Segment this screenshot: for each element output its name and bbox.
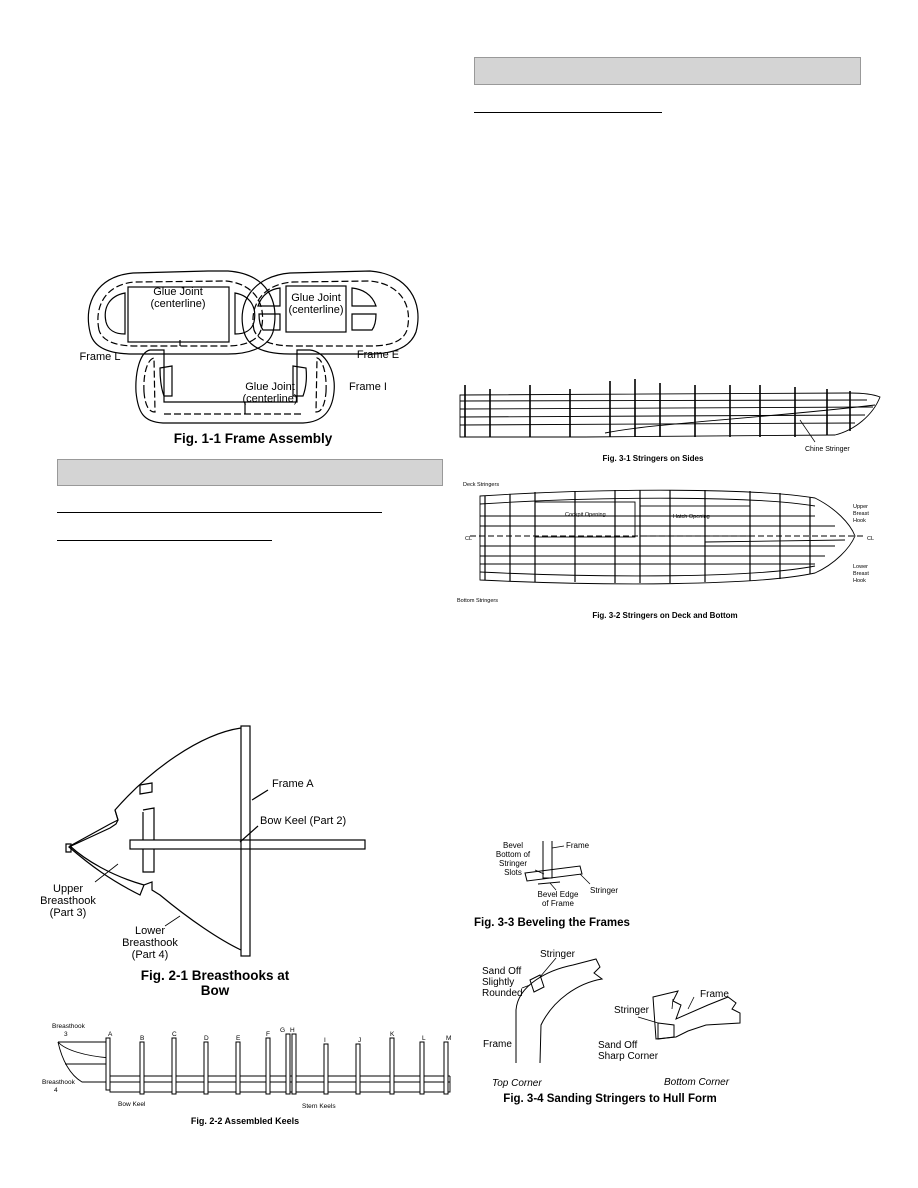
cockpit-opening-label: Cockpit Opening: [565, 512, 606, 518]
glue-joint-label-l1: Glue Joint: [153, 286, 203, 298]
centerline-label-right: CL: [867, 536, 874, 542]
upper-breasthook-label-3: (Part 3): [50, 907, 87, 919]
section-banner-right: [474, 57, 861, 85]
lower-breast-hook-label-3: Hook: [853, 578, 866, 584]
bevel-label-4: Slots: [504, 868, 522, 877]
stringers-deck-figure: Deck Stringers Cockpit Opening Hatch Ope…: [457, 482, 874, 604]
sand-off-label-2b: Sharp Corner: [598, 1051, 659, 1062]
glue-joint-sub-e: (centerline): [288, 304, 343, 316]
bevel-stringer-label: Stringer: [590, 886, 618, 895]
lower-breasthook-label-2: Breasthook: [122, 937, 178, 949]
fig-3-4-caption: Fig. 3-4 Sanding Stringers to Hull Form: [503, 1093, 717, 1105]
frame-letter-l: L: [422, 1035, 426, 1042]
bevel-edge-label-1: Bevel Edge: [538, 890, 579, 899]
frame-i-outline: [135, 349, 335, 424]
keel-frames: [105, 1033, 449, 1095]
bow-keel-label-2: Bow Keel: [118, 1101, 146, 1108]
fig-3-3-caption: Fig. 3-3 Beveling the Frames: [474, 917, 630, 929]
breasthooks-figure: Frame A Bow Keel (Part 2) Upper Breastho…: [40, 725, 366, 961]
sand-off-label-2a: Sand Off: [598, 1040, 638, 1051]
glue-joint-sub-i: (centerline): [242, 393, 297, 405]
bottom-stringers-label: Bottom Stringers: [457, 598, 498, 604]
centerline-label-left: CL: [465, 536, 472, 542]
stringers-sides-figure: Chine Stringer: [459, 379, 881, 453]
upper-breast-hook-label-3: Hook: [853, 518, 866, 524]
sand-off-label-1b: Slightly: [482, 977, 514, 988]
sand-off-label-1a: Sand Off: [482, 966, 522, 977]
hatch-opening-label: Hatch Opening: [673, 514, 710, 520]
glue-joint-sub-l1: (centerline): [150, 298, 205, 310]
bevel-label-2: Bottom of: [496, 850, 531, 859]
deck-stringers-label: Deck Stringers: [463, 482, 499, 488]
frame-letter-a: A: [108, 1031, 113, 1038]
upper-breast-hook-label-2: Breast: [853, 511, 869, 517]
frame-letter-f: F: [266, 1031, 270, 1038]
beveling-figure: Frame Bevel Bottom of Stringer Slots Str…: [496, 841, 618, 908]
sanding-frame-label-2: Frame: [700, 989, 729, 1000]
section-banner-left: [57, 459, 443, 486]
frame-letter-c: C: [172, 1031, 177, 1038]
upper-breasthook-label-2: Breasthook: [40, 895, 96, 907]
bottom-corner-label: Bottom Corner: [664, 1077, 730, 1088]
frame-assembly-figure: Glue Joint (centerline) Glue Joint (cent…: [80, 270, 419, 424]
heading-underline-3: [474, 112, 662, 113]
fig-3-1-caption: Fig. 3-1 Stringers on Sides: [602, 454, 704, 463]
sand-off-label-1c: Rounded: [482, 988, 523, 999]
frame-e-label: Frame E: [357, 349, 399, 361]
glue-joint-label-e: Glue Joint: [291, 292, 341, 304]
top-corner-label: Top Corner: [492, 1078, 542, 1089]
frame-letter-m: M: [446, 1035, 451, 1042]
breasthook-4-label-a: Breasthook: [42, 1079, 76, 1086]
frame-letter-b: B: [140, 1035, 144, 1042]
heading-underline-1: [57, 512, 382, 513]
sanding-stringer-label-2: Stringer: [614, 1005, 650, 1016]
lower-breasthook-label-3: (Part 4): [132, 949, 169, 961]
upper-breast-hook-label-1: Upper: [853, 504, 868, 510]
breasthook-4-label-b: 4: [54, 1087, 58, 1094]
frame-letter-k: K: [390, 1031, 395, 1038]
frame-letter-j: J: [358, 1037, 361, 1044]
glue-joint-label-i: Glue Joint: [245, 381, 295, 393]
breasthook-3-label-b: 3: [64, 1031, 68, 1038]
bevel-label-1: Bevel: [503, 841, 523, 850]
frame-l-label: Frame L: [80, 351, 121, 363]
breasthook-3-label-a: Breasthook: [52, 1023, 86, 1030]
lower-breasthook-label-1: Lower: [135, 925, 165, 937]
sanding-figure: Stringer Sand Off Slightly Rounded Frame…: [482, 949, 741, 1089]
frame-letter-e: E: [236, 1035, 241, 1042]
upper-breasthook-label-1: Upper: [53, 883, 83, 895]
heading-underline-2: [57, 540, 272, 541]
fig-1-1-caption: Fig. 1-1 Frame Assembly: [173, 431, 333, 446]
frame-letter-i: I: [324, 1037, 326, 1044]
bevel-label-3: Stringer: [499, 859, 527, 868]
frame-letter-d: D: [204, 1035, 209, 1042]
lower-breast-hook-label-1: Lower: [853, 564, 868, 570]
fig-2-1-caption: Fig. 2-1 Breasthooks at Bow: [140, 968, 290, 998]
frame-letter-g: G: [280, 1027, 285, 1034]
sanding-frame-label-1: Frame: [483, 1039, 512, 1050]
frame-a-label: Frame A: [272, 778, 314, 790]
bevel-edge-label-2: of Frame: [542, 899, 575, 908]
bow-keel-label: Bow Keel (Part 2): [260, 815, 346, 827]
lower-breast-hook-label-2: Breast: [853, 571, 869, 577]
frame-letter-h: H: [290, 1027, 295, 1034]
assembled-keels-figure: Breasthook 3 Breasthook 4 Bow Keel Stern…: [42, 1023, 451, 1110]
sanding-stringer-label-1: Stringer: [540, 949, 576, 960]
stern-keels-label: Stern Keels: [302, 1103, 336, 1110]
chine-stringer-label: Chine Stringer: [805, 446, 850, 453]
fig-3-2-caption: Fig. 3-2 Stringers on Deck and Bottom: [592, 611, 738, 620]
frame-l-outline: [87, 270, 276, 355]
fig-2-2-caption: Fig. 2-2 Assembled Keels: [190, 1116, 300, 1126]
bevel-frame-label: Frame: [566, 841, 590, 850]
frame-e-outline: [241, 270, 419, 355]
frame-i-label: Frame I: [349, 381, 387, 393]
